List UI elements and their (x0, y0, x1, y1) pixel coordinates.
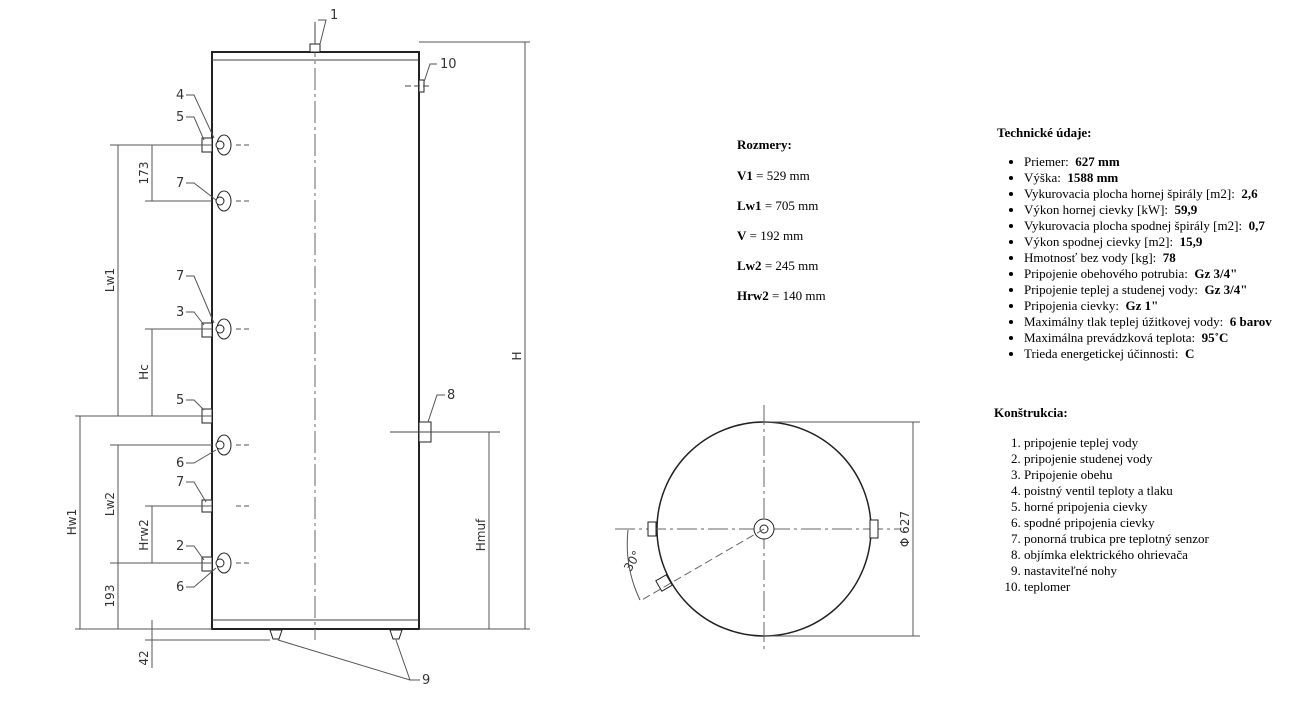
spec-item: Hmotnosť bez vody [kg]: 78 (1024, 250, 1316, 266)
callout-9: 9 (422, 673, 430, 688)
leader-lines (186, 19, 445, 681)
construction-item: Pripojenie obehu (1024, 467, 1209, 483)
technical-data-title: Technické údaje: (997, 125, 1092, 140)
callout-8: 8 (447, 388, 455, 403)
spec-item: Pripojenia cievky: Gz 1" (1024, 298, 1316, 314)
tank-top-view (615, 405, 920, 650)
dimension-row: Lw2 = 245 mm (737, 258, 819, 273)
dim-lw2: Lw2 (103, 492, 117, 516)
spec-item: Maximálna prevádzková teplota: 95˚C (1024, 330, 1316, 346)
dim-hw1: Hw1 (65, 509, 79, 535)
spec-item: Vykurovacia plocha spodnej špirály [m2]:… (1024, 218, 1316, 234)
spec-item: Pripojenie teplej a studenej vody: Gz 3/… (1024, 282, 1316, 298)
dim-hmuf: Hmuf (474, 518, 488, 551)
callout-5: 5 (176, 393, 184, 408)
callout-6: 6 (176, 456, 184, 471)
callout-1: 1 (330, 8, 338, 23)
dimensions-title: Rozmery: (737, 137, 792, 152)
dimension-row: V = 192 mm (737, 228, 804, 243)
construction-item: horné pripojenia cievky (1024, 499, 1209, 515)
construction-item: pripojenie studenej vody (1024, 451, 1209, 467)
construction-item: teplomer (1024, 579, 1209, 595)
dim-h: H (510, 351, 524, 360)
callout-7: 7 (176, 475, 184, 490)
technical-data-panel: Technické údaje: Priemer: 627 mm Výška: … (997, 125, 1316, 362)
construction-item: objímka elektrického ohrievača (1024, 547, 1209, 563)
spec-item: Výkon hornej cievky [kW]: 59,9 (1024, 202, 1316, 218)
spec-item: Vykurovacia plocha hornej špirály [m2]: … (1024, 186, 1316, 202)
spec-item: Priemer: 627 mm (1024, 154, 1316, 170)
dimension-row: Lw1 = 705 mm (737, 198, 819, 213)
construction-item: poistný ventil teploty a tlaku (1024, 483, 1209, 499)
callout-7: 7 (176, 269, 184, 284)
dimensions-panel: Rozmery: V1 = 529 mm Lw1 = 705 mm V = 19… (737, 137, 826, 318)
construction-item: pripojenie teplej vody (1024, 435, 1209, 451)
callout-5: 5 (176, 110, 184, 125)
spec-item: Pripojenie obehového potrubia: Gz 3/4" (1024, 266, 1316, 282)
construction-list: pripojenie teplej vody pripojenie studen… (994, 435, 1209, 595)
dim-hrw2: Hrw2 (137, 519, 151, 550)
construction-panel: Konštrukcia: pripojenie teplej vody prip… (994, 405, 1209, 595)
dim-193: 193 (103, 585, 117, 608)
callout-3: 3 (176, 305, 184, 320)
dimension-row: V1 = 529 mm (737, 168, 810, 183)
callout-7: 7 (176, 176, 184, 191)
dim-lw1: Lw1 (103, 268, 117, 292)
spec-item: Maximálny tlak teplej úžitkovej vody: 6 … (1024, 314, 1316, 330)
tank-side-view (211, 22, 500, 640)
dimension-labels: 173 Lw1 Hc Lw2 Hrw2 Hw1 193 42 Hmuf H 30… (65, 162, 912, 666)
reference-lines (75, 41, 530, 641)
construction-title: Konštrukcia: (994, 405, 1068, 420)
construction-item: nastaviteľné nohy (1024, 563, 1209, 579)
dim-diameter: Φ 627 (898, 511, 912, 547)
callout-4: 4 (176, 88, 184, 103)
construction-item: spodné pripojenia cievky (1024, 515, 1209, 531)
dim-173: 173 (137, 162, 151, 185)
spec-item: Výkon spodnej cievky [m2]: 15,9 (1024, 234, 1316, 250)
spec-item: Trieda energetickej účinnosti: C (1024, 346, 1316, 362)
spec-item: Výška: 1588 mm (1024, 170, 1316, 186)
dim-42: 42 (137, 650, 151, 665)
callout-6: 6 (176, 580, 184, 595)
construction-item: ponorná trubica pre teplotný senzor (1024, 531, 1209, 547)
callout-labels: 1 10 4 5 7 7 3 5 6 7 2 6 8 9 (176, 8, 457, 688)
dimension-row: Hrw2 = 140 mm (737, 288, 826, 303)
dimension-lines (79, 42, 526, 668)
technical-data-list: Priemer: 627 mm Výška: 1588 mm Vykurovac… (997, 154, 1316, 362)
dim-angle: 30° (621, 548, 644, 573)
callout-10: 10 (440, 57, 457, 72)
callout-2: 2 (176, 539, 184, 554)
dim-hc: Hc (137, 364, 151, 380)
